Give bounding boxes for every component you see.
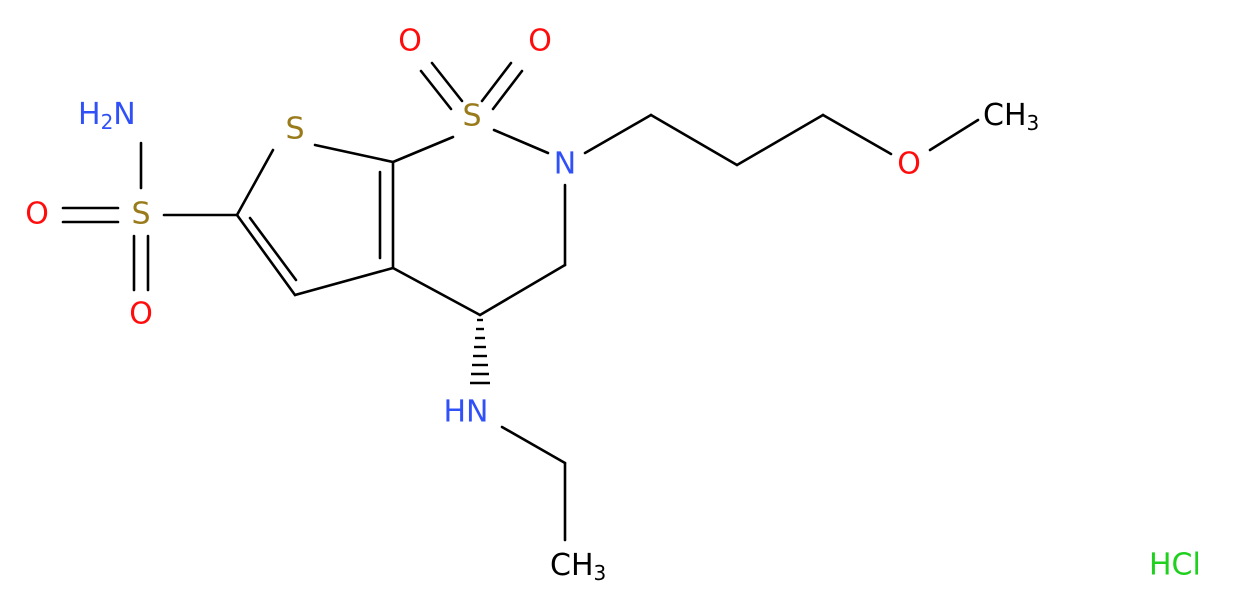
atom-nh2: H2N (78, 97, 136, 134)
bond-c3a-c3 (293, 266, 395, 297)
bond-c3-c6-a (235, 213, 297, 297)
atom-hn: HN (444, 395, 489, 430)
bond-chain1-chain2 (649, 113, 739, 167)
hashed-wedge-bond (470, 318, 490, 385)
bond-s1-n2 (492, 128, 550, 155)
bond-layer (61, 61, 980, 542)
bond-c4-c3a (391, 266, 482, 317)
bond-c3-c6-b (248, 216, 298, 282)
bond-n2-chain1 (583, 113, 653, 155)
atom-o-left: O (25, 197, 49, 232)
bond-chain3-o (821, 113, 893, 156)
atom-o-bottom: O (129, 297, 153, 332)
bond-s1-o-left-b (419, 69, 453, 111)
bond-c6-sring (235, 148, 275, 217)
atom-o-sulfone-left: O (398, 24, 422, 59)
bond-o-ch3 (928, 118, 980, 152)
bond-s1-o-right-a (480, 61, 513, 103)
atom-s-sulfone: S (462, 99, 481, 134)
atom-o-sulfone-right: O (528, 24, 552, 59)
atom-ch3-methoxy: CH3 (983, 98, 1039, 135)
atom-o-ether: O (897, 147, 921, 182)
atom-s-thiophene: S (285, 112, 304, 147)
bond-s1-o-right-b (491, 69, 524, 111)
counterion-hcl: HCl (1149, 548, 1201, 583)
bond-nh-ch2 (500, 425, 567, 465)
atom-n-ring: N (554, 147, 576, 182)
atom-s-sulfonamide: S (131, 197, 150, 232)
bond-chain2-chain3 (735, 113, 825, 167)
bond-s1-o-left-a (430, 61, 464, 103)
atom-labels: H2N S O O S S O O N O CH3 HN CH3 HCl (25, 24, 1201, 585)
atom-ch3-ethyl: CH3 (550, 548, 606, 585)
bond-c7a-s1 (391, 135, 455, 164)
bond-sring-c7a (313, 143, 395, 164)
bond-c3-c4 (478, 263, 567, 317)
